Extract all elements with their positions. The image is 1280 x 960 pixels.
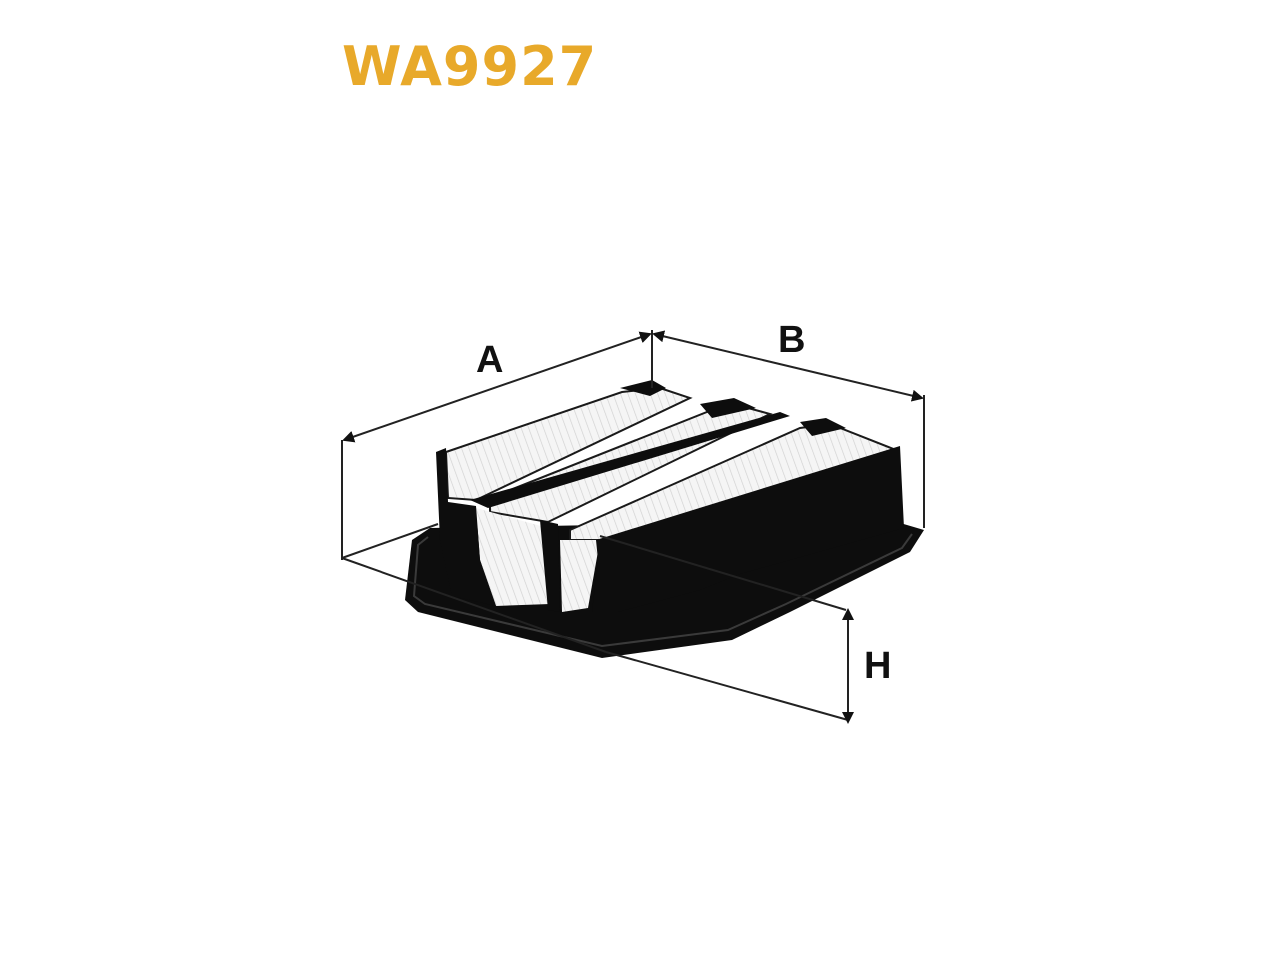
dimension-h-label: H [864, 645, 891, 687]
filter-media-front [476, 508, 600, 612]
dimension-a-label: A [476, 339, 503, 381]
dimension-lines [341, 330, 925, 721]
dimension-b-label: B [778, 319, 805, 361]
dimension-b-arrow [652, 330, 924, 402]
part-number-title: WA9927 [342, 35, 598, 98]
dimension-a-arrow [342, 331, 652, 443]
